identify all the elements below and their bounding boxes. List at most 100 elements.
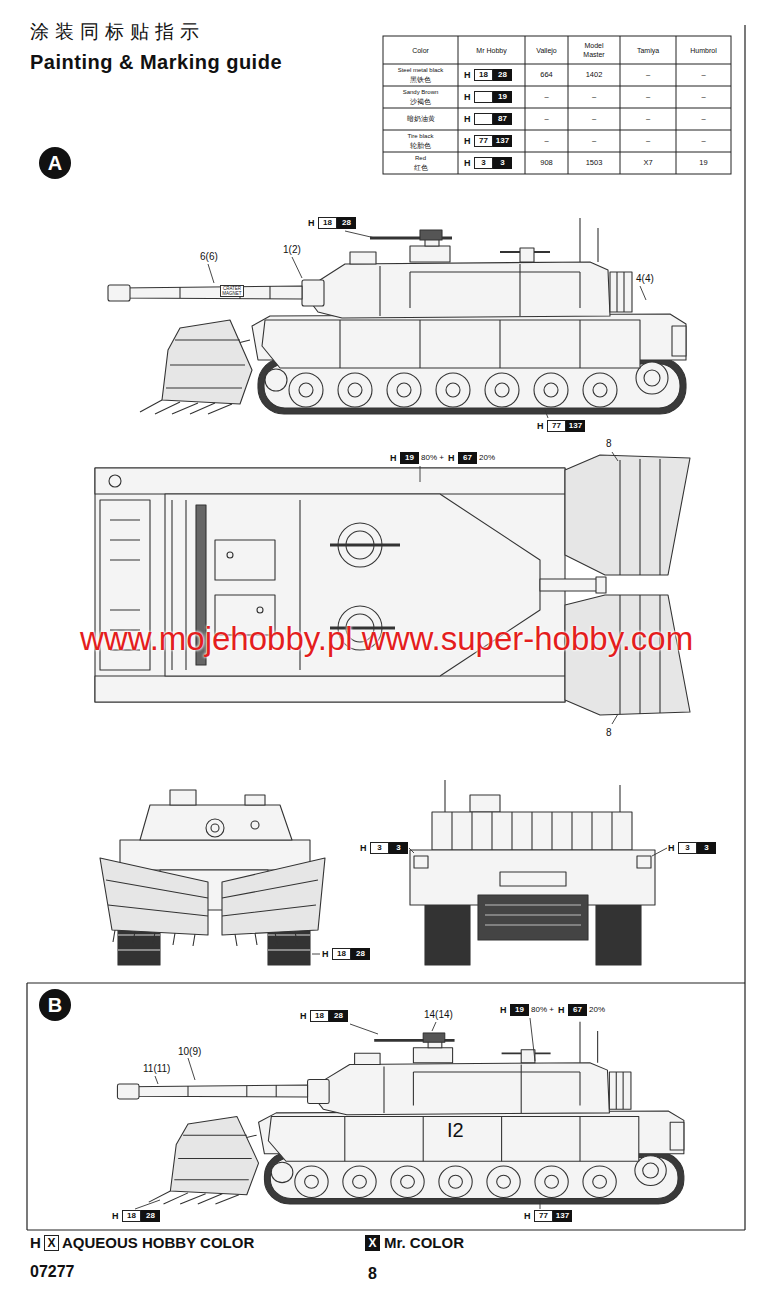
mr-color-number: 137: [553, 1210, 572, 1222]
mr-color-number: 87: [493, 113, 512, 125]
table-cell: –: [676, 91, 731, 103]
aqueous-color-number: 18: [332, 948, 351, 960]
color-prefix: H: [558, 1004, 567, 1016]
kit-number: 07277: [30, 1262, 75, 1281]
mix-ratio: 80% +: [531, 1004, 554, 1016]
table-cell: –: [568, 113, 620, 125]
aqueous-color-number: 3: [678, 842, 697, 854]
table-cell: 1503: [568, 157, 620, 169]
table-cell: –: [525, 135, 568, 147]
legend-sample-box: X: [365, 1235, 380, 1251]
aqueous-color-number: 18: [318, 217, 337, 229]
mix-ratio: 20%: [479, 452, 495, 464]
scheme-badge: B: [39, 989, 71, 1021]
color-prefix: H: [30, 1234, 41, 1252]
color-name: 黑铁色: [383, 75, 458, 84]
aqueous-color-number: 77: [474, 135, 493, 147]
aqueous-color-number: 18: [310, 1010, 329, 1022]
table-cell: –: [676, 69, 731, 81]
color-prefix: H: [524, 1210, 533, 1222]
mr-color-number: 67: [568, 1004, 587, 1016]
callout-number: 4(4): [636, 272, 654, 285]
mr-color-number: 137: [566, 420, 585, 432]
color-prefix: H: [464, 157, 473, 169]
aqueous-color-number: 77: [547, 420, 566, 432]
table-cell: –: [676, 135, 731, 147]
color-prefix: H: [112, 1210, 121, 1222]
mr-color-number: 67: [458, 452, 477, 464]
table-header: Vallejo: [525, 46, 568, 55]
color-name: 暗奶油黄: [383, 114, 458, 124]
table-cell: 1402: [568, 69, 620, 81]
color-name: 沙褐色: [383, 97, 458, 106]
color-name: Red: [383, 154, 458, 163]
aqueous-color-number: 18: [474, 69, 493, 81]
vehicle-marking: I2: [447, 1119, 464, 1141]
color-name: 轮胎色: [383, 141, 458, 150]
mr-color-number: 3: [493, 157, 512, 169]
table-cell: –: [620, 135, 676, 147]
color-prefix: H: [464, 135, 473, 147]
color-name: Tire black: [383, 132, 458, 141]
table-header: Model Master: [574, 41, 614, 59]
legend-sample-box: X: [44, 1235, 59, 1251]
color-prefix: H: [464, 113, 473, 125]
legend-text: Mr. COLOR: [384, 1234, 464, 1252]
mr-color-number: 28: [329, 1010, 348, 1022]
callout-number: 8: [606, 726, 612, 739]
aqueous-color-number: 3: [370, 842, 389, 854]
callout-number: 6(6): [200, 250, 218, 263]
mix-ratio: 20%: [589, 1004, 605, 1016]
callout-number: 1(2): [283, 243, 301, 256]
scheme-letter: A: [48, 152, 62, 175]
mr-color-number: 19: [493, 91, 512, 103]
color-prefix: H: [668, 842, 677, 854]
color-prefix: H: [390, 452, 399, 464]
color-name: 红色: [383, 163, 458, 172]
table-cell: 908: [525, 157, 568, 169]
color-prefix: H: [464, 69, 473, 81]
mr-color-number: 3: [697, 842, 716, 854]
color-prefix: H: [308, 217, 317, 229]
color-name: Steel metal black: [383, 66, 458, 75]
mr-color-number: 3: [389, 842, 408, 854]
table-cell: –: [525, 91, 568, 103]
table-header: Mr Hobby: [458, 46, 525, 55]
callout-number: 11(11): [143, 1062, 170, 1075]
mr-color-number: 28: [351, 948, 370, 960]
table-header: Humbrol: [676, 46, 731, 55]
page-number: 8: [368, 1264, 377, 1283]
callout-number: 10(9): [178, 1045, 201, 1058]
mr-color-number: 137: [493, 135, 512, 147]
color-prefix: H: [537, 420, 546, 432]
mix-ratio: 80% +: [421, 452, 444, 464]
table-cell: 19: [676, 157, 731, 169]
color-prefix: H: [300, 1010, 309, 1022]
table-cell: –: [620, 69, 676, 81]
mr-color-number: 19: [400, 452, 419, 464]
color-prefix: H: [464, 91, 473, 103]
aqueous-color-number: 77: [534, 1210, 553, 1222]
mr-color-number: 28: [337, 217, 356, 229]
empty-color-box: [474, 91, 493, 103]
mr-color-number: 19: [510, 1004, 529, 1016]
table-cell: –: [525, 113, 568, 125]
empty-color-box: [474, 113, 493, 125]
aqueous-color-number: 18: [122, 1210, 141, 1222]
color-name: Sandy Brown: [383, 88, 458, 97]
color-prefix: H: [448, 452, 457, 464]
mr-color-number: 28: [493, 69, 512, 81]
color-prefix: H: [322, 948, 331, 960]
callout-number: 8: [606, 437, 612, 450]
table-cell: X7: [620, 157, 676, 169]
color-prefix: H: [360, 842, 369, 854]
table-cell: –: [568, 91, 620, 103]
watermark: www.mojehobby.pl www.super-hobby.com: [80, 620, 693, 658]
table-cell: –: [568, 135, 620, 147]
callout-number: 14(14): [424, 1008, 453, 1021]
mr-color-number: 28: [141, 1210, 160, 1222]
table-cell: –: [620, 113, 676, 125]
table-cell: –: [676, 113, 731, 125]
table-header: Color: [383, 46, 458, 55]
chinese-heading: 涂装同标贴指示: [30, 20, 205, 44]
